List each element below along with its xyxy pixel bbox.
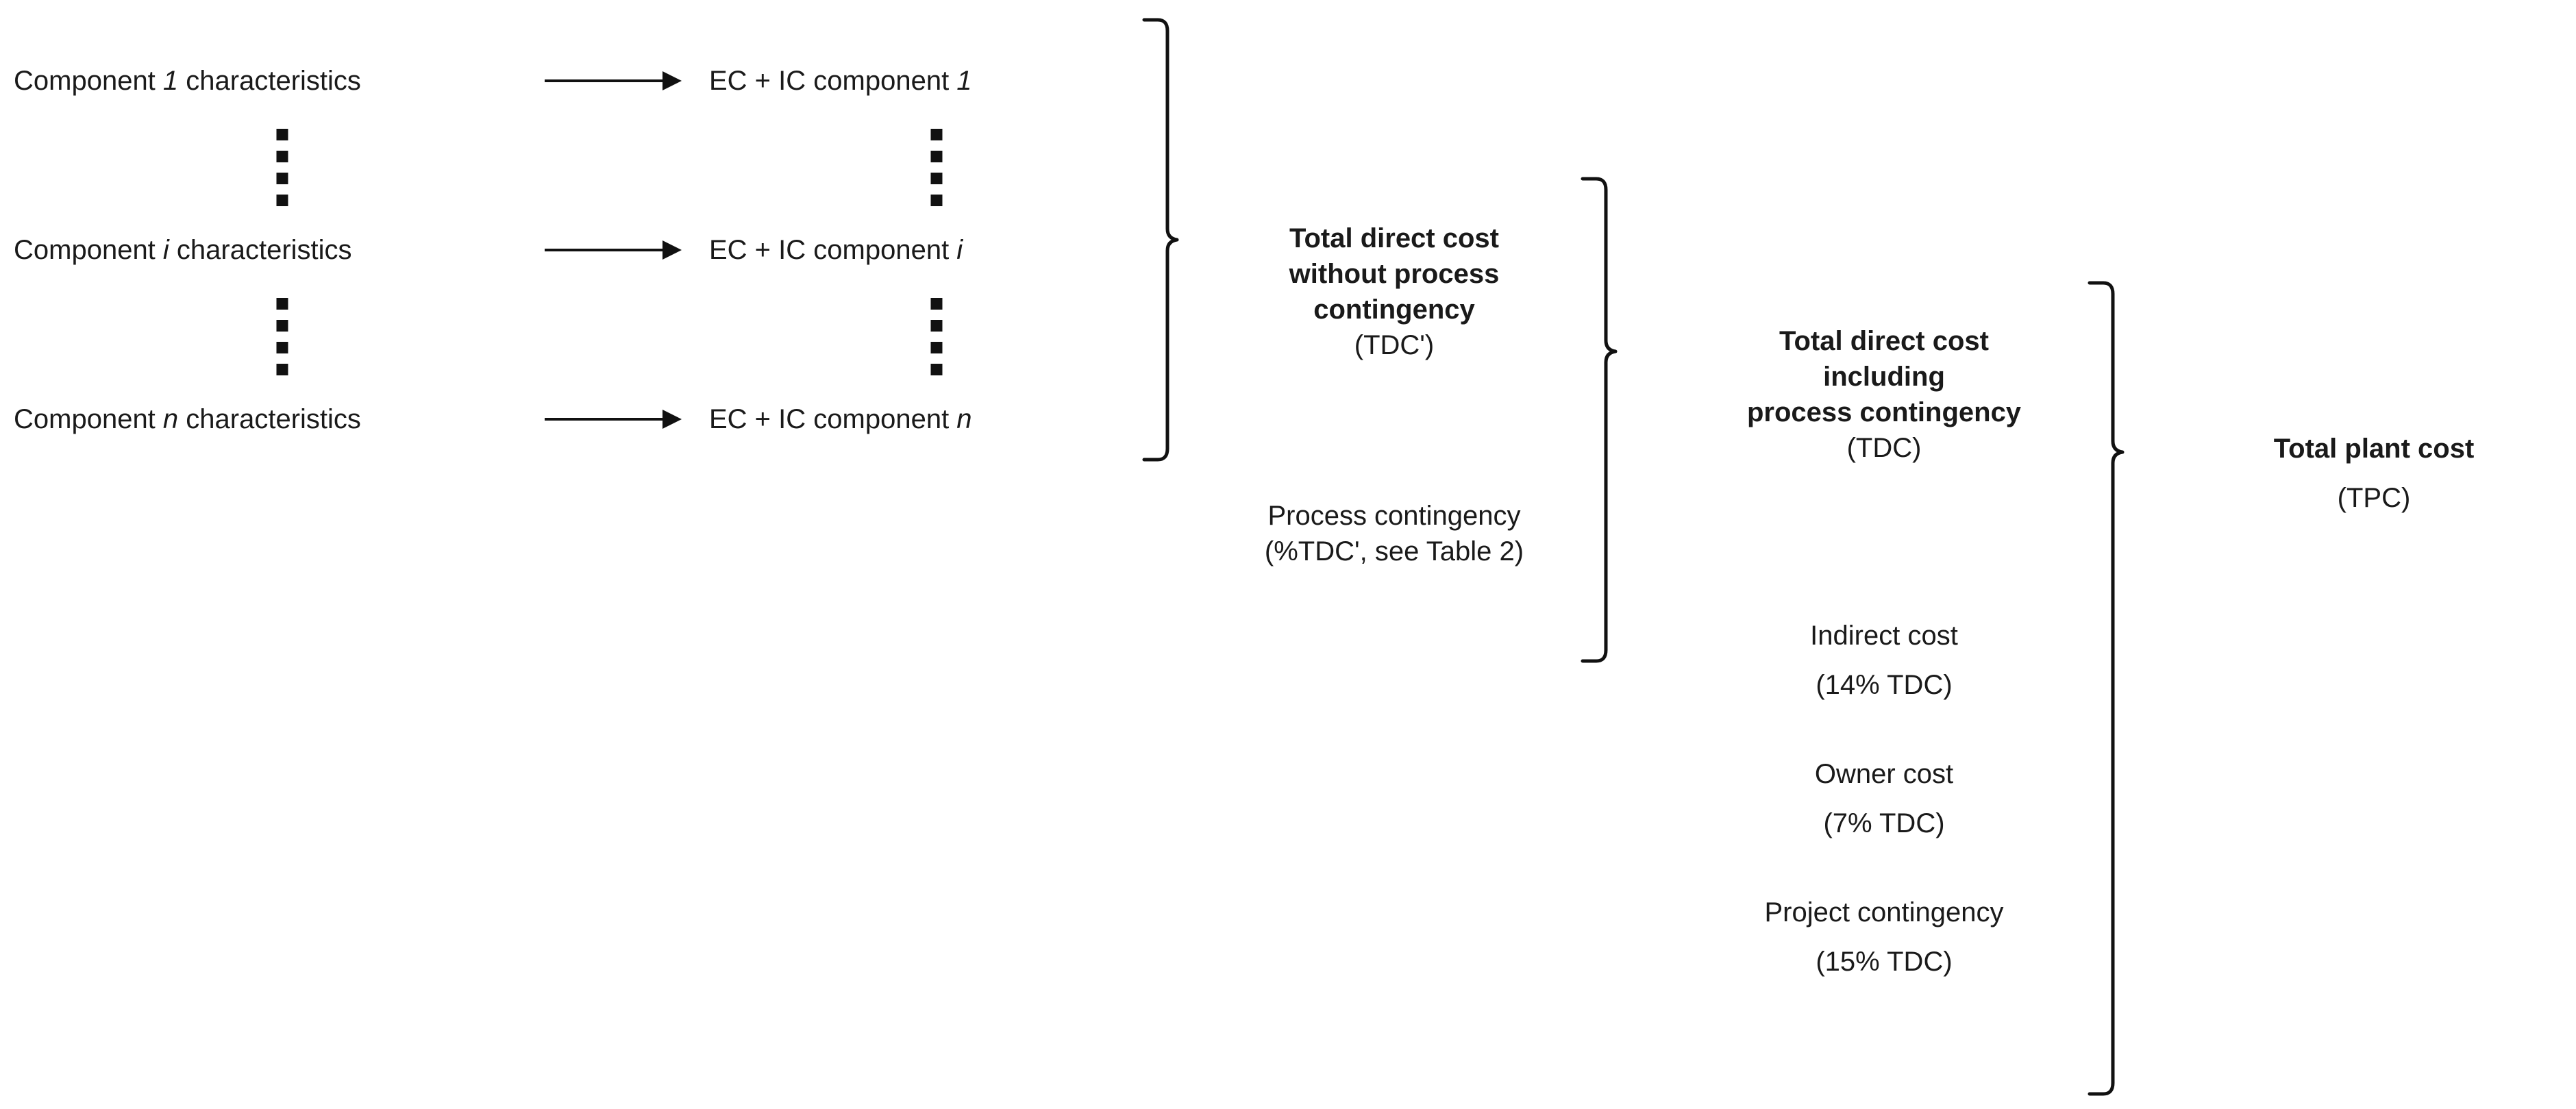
brace-components-to-tdc-prime (1142, 18, 1184, 462)
tpc-heading-line-1: Total plant cost (2273, 434, 2475, 464)
tdc-heading-line-3: process contingency (1746, 397, 2022, 427)
component-output-1-pre: EC + IC component (709, 66, 957, 96)
indirect-cost-detail: (14% TDC) (1816, 670, 1953, 700)
process-contingency-detail: (%TDC', see Table 2) (1264, 536, 1524, 566)
component-input-row-2: Component i characteristics (14, 236, 352, 264)
tdc-prime-abbrev: (TDC') (1354, 330, 1435, 360)
owner-cost-detail: (7% TDC) (1823, 808, 1945, 838)
component-input-1-pre: Component (14, 66, 163, 96)
tdc-abbrev: (TDC) (1846, 433, 1922, 463)
component-output-3-var: n (956, 404, 972, 434)
component-output-2-pre: EC + IC component (709, 235, 957, 265)
tdc-prime-heading-line-1: Total direct cost (1289, 223, 1499, 253)
brace-tdc-prime-to-tdc (1581, 177, 1622, 663)
brace-tdc-to-tpc (2088, 281, 2129, 1096)
component-input-2-post: characteristics (169, 235, 352, 265)
tpc-abbrev: (TPC) (2337, 483, 2411, 513)
component-output-row-1: EC + IC component 1 (709, 67, 972, 95)
component-input-1-post: characteristics (178, 66, 361, 96)
component-input-1-var: 1 (162, 66, 179, 96)
component-output-row-2: EC + IC component i (709, 236, 963, 264)
project-contingency-detail: (15% TDC) (1816, 947, 1953, 977)
component-input-2-pre: Component (14, 235, 163, 265)
component-input-row-3: Component n characteristics (14, 406, 361, 433)
owner-cost-label: Owner cost (1814, 759, 1954, 789)
vertical-ellipsis-left-1 (276, 129, 288, 206)
component-input-row-1: Component 1 characteristics (14, 67, 361, 95)
tdc-heading-line-2: including (1823, 362, 1945, 392)
indirect-cost-label: Indirect cost (1810, 621, 1958, 651)
tdc-prime-heading-line-2: without process (1289, 259, 1500, 289)
component-input-3-post: characteristics (178, 404, 361, 434)
component-output-1-var: 1 (956, 66, 972, 96)
vertical-ellipsis-right-1 (930, 129, 943, 206)
component-output-row-3: EC + IC component n (709, 406, 972, 433)
project-contingency-label: Project contingency (1764, 897, 2004, 927)
tdc-heading-line-1: Total direct cost (1779, 326, 1989, 356)
component-output-2-var: i (956, 235, 963, 265)
component-output-3-pre: EC + IC component (709, 404, 957, 434)
component-input-3-var: n (162, 404, 179, 434)
vertical-ellipsis-left-2 (276, 298, 288, 375)
component-input-3-pre: Component (14, 404, 163, 434)
tdc-prime-heading-line-3: contingency (1313, 295, 1475, 325)
component-input-2-var: i (162, 235, 169, 265)
process-contingency-label: Process contingency (1267, 501, 1521, 531)
vertical-ellipsis-right-2 (930, 298, 943, 375)
